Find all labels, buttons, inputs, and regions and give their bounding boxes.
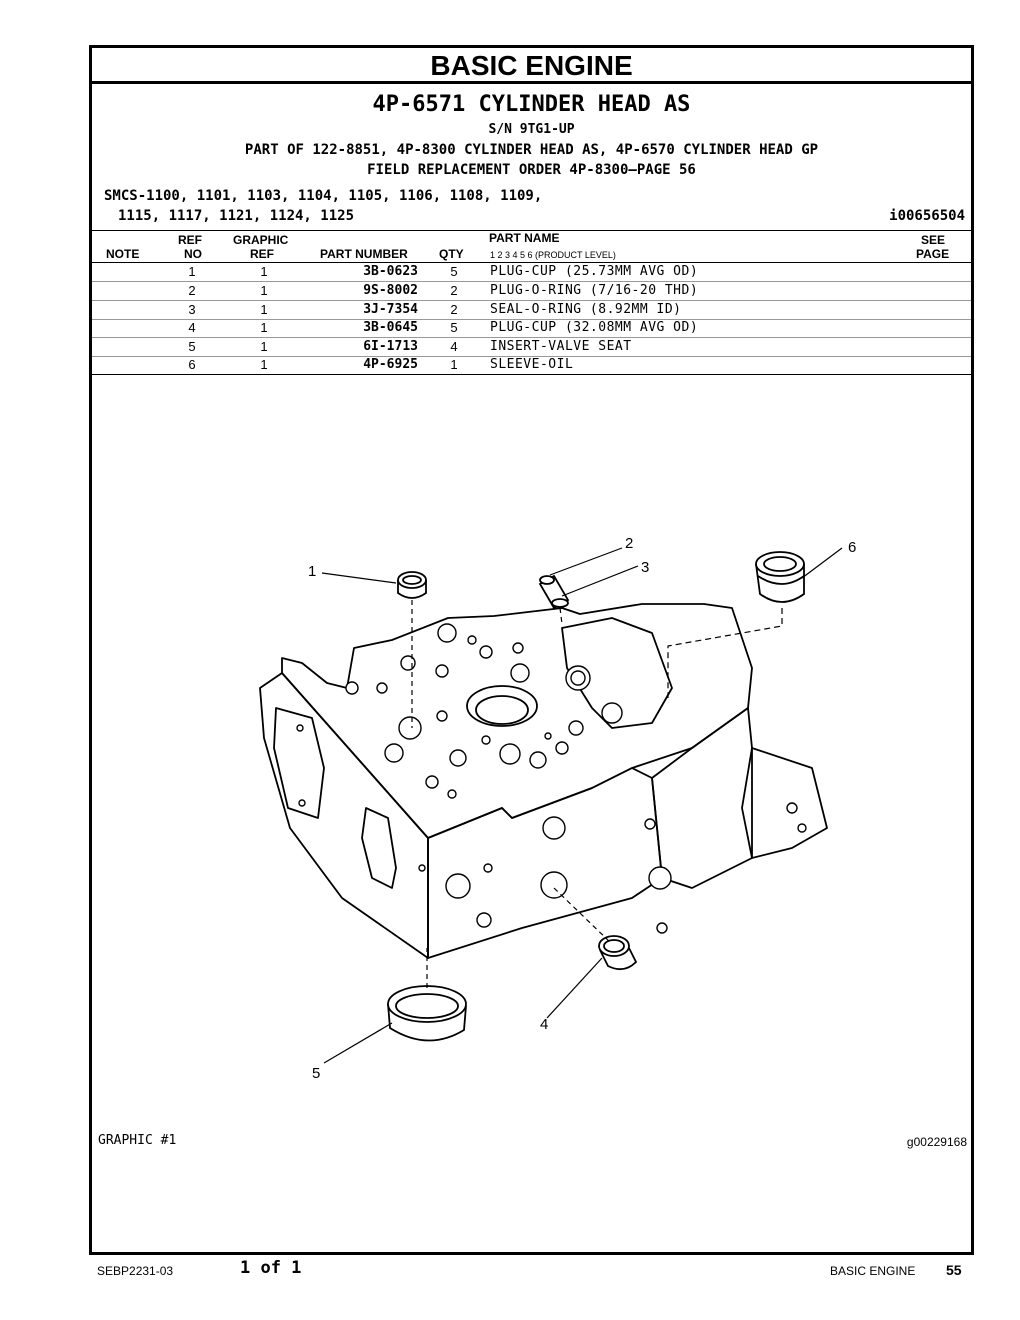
smcs-codes-line1: SMCS-1100, 1101, 1103, 1104, 1105, 1106,…	[104, 188, 543, 204]
cell-qty: 1	[450, 357, 458, 372]
table-row: 1 1 3B-0623 5 PLUG-CUP (25.73MM AVG OD)	[92, 263, 971, 282]
part-4-cup-plug	[598, 935, 638, 971]
cell-part-name: INSERT-VALVE SEAT	[490, 339, 632, 354]
cell-part-number: 3B-0645	[363, 320, 418, 335]
part-5-valve-seat	[387, 985, 467, 1042]
cell-part-name: SLEEVE-OIL	[490, 357, 574, 372]
col-see-line1: SEE	[921, 233, 946, 247]
table-row: 4 1 3B-0645 5 PLUG-CUP (32.08MM AVG OD)	[92, 319, 971, 338]
footer-doc-id: SEBP2231-03	[97, 1264, 174, 1278]
part-2-oring-plug	[538, 574, 570, 610]
callout-2: 2	[625, 535, 633, 552]
cell-ref: 4	[188, 320, 196, 335]
col-ref-line2: NO	[184, 247, 202, 261]
cell-part-name: PLUG-CUP (25.73MM AVG OD)	[490, 264, 699, 279]
col-graphic-line1: GRAPHIC	[233, 233, 289, 247]
product-level-legend: 1 2 3 4 5 6 (PRODUCT LEVEL)	[490, 250, 616, 260]
graphic-caption: GRAPHIC #1	[98, 1133, 177, 1148]
cell-graphic: 1	[260, 320, 268, 335]
footer-page-number: 55	[946, 1262, 962, 1278]
assembly-title: 4P-6571 CYLINDER HEAD AS	[372, 92, 691, 117]
callout-labels: 1 2 3 4 5 6	[308, 535, 856, 1082]
cell-part-name: PLUG-O-RING (7/16-20 THD)	[490, 283, 699, 298]
part-6-oil-sleeve	[755, 551, 805, 603]
cell-ref: 2	[188, 283, 196, 298]
leader-lines	[321, 547, 843, 1064]
part-of-line: PART OF 122-8851, 4P-8300 CYLINDER HEAD …	[244, 142, 819, 158]
part-1-cup-plug	[397, 571, 427, 599]
col-note: NOTE	[106, 247, 140, 261]
col-qty: QTY	[439, 247, 464, 261]
callout-3: 3	[641, 559, 649, 576]
cell-ref: 3	[188, 302, 196, 317]
callout-4: 4	[540, 1016, 548, 1033]
cell-graphic: 1	[260, 302, 268, 317]
callout-1: 1	[308, 563, 316, 580]
table-row: 6 1 4P-6925 1 SLEEVE-OIL	[92, 356, 971, 375]
col-ref-line1: REF	[178, 233, 202, 247]
cell-qty: 5	[450, 264, 458, 279]
footer-page-of: 1 of 1	[240, 1258, 302, 1278]
section-title: BASIC ENGINE	[92, 48, 971, 84]
cell-part-number: 9S-8002	[363, 283, 418, 298]
cell-qty: 2	[450, 283, 458, 298]
col-part-number: PART NUMBER	[320, 247, 408, 261]
cell-part-number: 3B-0623	[363, 264, 418, 279]
cell-ref: 1	[188, 264, 196, 279]
page-frame: BASIC ENGINE 4P-6571 CYLINDER HEAD AS S/…	[89, 45, 974, 1255]
table-row: 3 1 3J-7354 2 SEAL-O-RING (8.92MM ID)	[92, 301, 971, 320]
cell-part-number: 6I-1713	[363, 339, 418, 354]
cell-ref: 5	[188, 339, 196, 354]
cell-qty: 4	[450, 339, 458, 354]
callout-6: 6	[848, 539, 856, 556]
footer-section: BASIC ENGINE	[830, 1264, 916, 1278]
cell-graphic: 1	[260, 283, 268, 298]
field-replacement-order: FIELD REPLACEMENT ORDER 4P-8300—PAGE 56	[367, 162, 696, 178]
illustration-id: i00656504	[889, 208, 965, 224]
smcs-codes-line2: 1115, 1117, 1121, 1124, 1125	[118, 208, 355, 224]
cylinder-head-outline	[259, 603, 828, 959]
cell-graphic: 1	[260, 264, 268, 279]
cell-part-name: PLUG-CUP (32.08MM AVG OD)	[490, 320, 699, 335]
cell-graphic: 1	[260, 339, 268, 354]
table-header-rule	[92, 262, 971, 263]
callout-5: 5	[312, 1065, 320, 1082]
cell-qty: 5	[450, 320, 458, 335]
cell-qty: 2	[450, 302, 458, 317]
serial-number: S/N 9TG1-UP	[488, 122, 575, 137]
cell-part-name: SEAL-O-RING (8.92MM ID)	[490, 302, 682, 317]
col-part-name: PART NAME	[489, 231, 560, 245]
cell-part-number: 4P-6925	[363, 357, 418, 372]
cell-graphic: 1	[260, 357, 268, 372]
graphic-id: g00229168	[906, 1135, 967, 1149]
drawing-holes	[296, 623, 807, 934]
cell-ref: 6	[188, 357, 196, 372]
table-row: 2 1 9S-8002 2 PLUG-O-RING (7/16-20 THD)	[92, 282, 971, 301]
table-row: 5 1 6I-1713 4 INSERT-VALVE SEAT	[92, 338, 971, 357]
cell-part-number: 3J-7354	[363, 302, 418, 317]
col-graphic-line2: REF	[250, 247, 274, 261]
col-see-line2: PAGE	[916, 247, 950, 261]
table-top-rule	[92, 230, 971, 231]
cylinder-head-drawing: 1 2 3 4 5 6	[259, 535, 856, 1082]
exploded-parts	[387, 551, 805, 1042]
